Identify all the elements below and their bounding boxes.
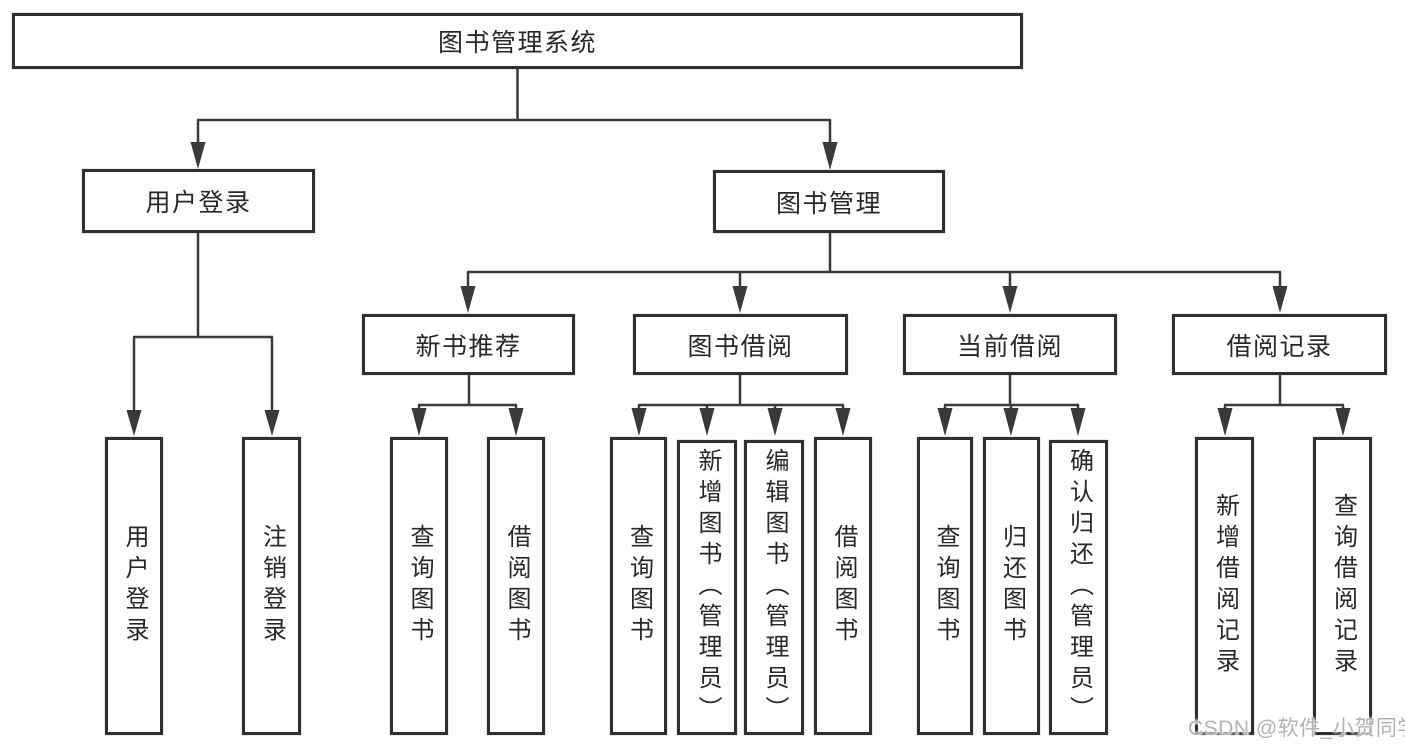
leaf-borrowing-borrow-books: 借阅图书 <box>814 437 872 735</box>
arrowhead-leaf-logout <box>264 410 280 436</box>
node-current-borrowing: 当前借阅 <box>903 314 1117 375</box>
leaf-current-query-books: 查询图书 <box>917 437 973 735</box>
arrowhead-newbook-query <box>411 408 427 436</box>
arrowhead-borrowing-query <box>631 408 647 436</box>
leaf-records-add-record: 新增借阅记录 <box>1195 437 1254 735</box>
arrowhead-leaf-user-login <box>126 410 142 436</box>
arrowhead-user-login <box>190 142 206 169</box>
leaf-user-login: 用户登录 <box>105 437 163 735</box>
leaf-records-query-record: 查询借阅记录 <box>1313 437 1372 735</box>
connector-user-login-children <box>132 233 274 412</box>
arrowhead-current-return <box>1003 408 1019 436</box>
arrowhead-current-borrowing <box>1002 286 1018 313</box>
leaf-borrowing-query-books: 查询图书 <box>610 437 667 735</box>
arrowhead-records-add <box>1217 408 1233 436</box>
arrowhead-borrowing-records <box>1272 286 1288 313</box>
leaf-borrowing-add-books-admin: 新增图书（管理员） <box>677 440 737 735</box>
connector-root-children <box>196 69 832 144</box>
connector-book-borrowing-children <box>637 375 845 410</box>
connector-borrowing-records-children <box>1223 375 1345 410</box>
arrowhead-borrowing-add <box>699 408 715 436</box>
leaf-newbook-query-books: 查询图书 <box>390 437 448 735</box>
csdn-watermark: CSDN @软件_小贺同学 <box>1188 717 1405 740</box>
arrowhead-book-borrowing <box>732 286 748 313</box>
leaf-current-confirm-return-admin: 确认归还（管理员） <box>1049 440 1108 735</box>
leaf-logout: 注销登录 <box>242 437 301 735</box>
leaf-newbook-borrow-books: 借阅图书 <box>487 437 545 735</box>
arrowhead-borrowing-borrow <box>835 408 851 436</box>
connector-new-book-children <box>417 375 518 410</box>
connector-current-borrowing-children <box>943 375 1080 410</box>
node-library-management-system: 图书管理系统 <box>12 13 1023 69</box>
arrowhead-current-confirm <box>1070 408 1086 436</box>
arrowhead-book-management <box>822 142 838 170</box>
leaf-borrowing-edit-books-admin: 编辑图书（管理员） <box>744 440 804 735</box>
node-user-login: 用户登录 <box>82 169 315 233</box>
node-book-borrowing: 图书借阅 <box>633 314 848 375</box>
arrowhead-newbook-borrow <box>508 408 524 436</box>
node-book-management: 图书管理 <box>713 170 945 233</box>
connector-book-management-children <box>466 233 1282 288</box>
leaf-current-return-books: 归还图书 <box>983 437 1040 735</box>
arrowhead-records-query <box>1335 408 1351 436</box>
arrowhead-new-book-recommendation <box>460 286 476 313</box>
node-new-book-recommendation: 新书推荐 <box>362 314 575 375</box>
arrowhead-borrowing-edit <box>767 408 783 436</box>
node-borrowing-records: 借阅记录 <box>1172 314 1387 375</box>
arrowhead-current-query <box>937 408 953 436</box>
